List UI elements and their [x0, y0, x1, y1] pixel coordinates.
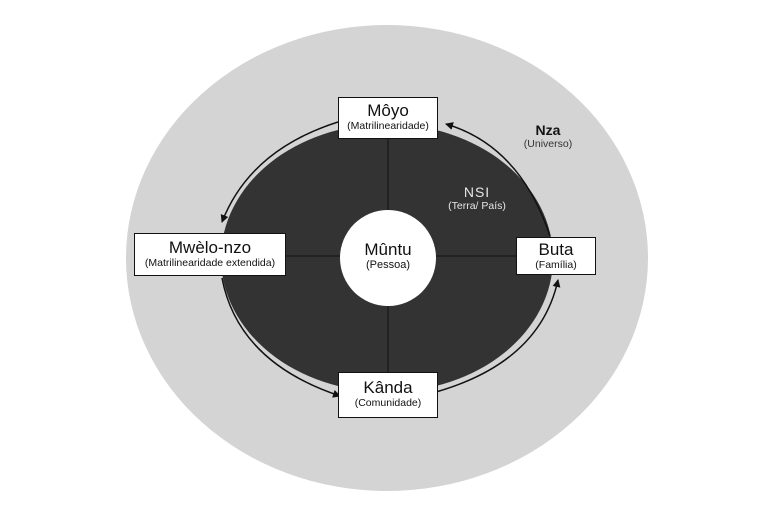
box-buta-sub: (Família) [535, 259, 577, 271]
box-mwelo-nzo-sub: (Matrilinearidade extendida) [144, 257, 276, 269]
outer-ring-sub: (Universo) [523, 138, 573, 150]
center-sub: (Pessoa) [365, 259, 411, 271]
flow-arrow-right-top [445, 122, 551, 237]
box-moyo-name: Môyo [367, 101, 409, 120]
box-kanda: Kânda (Comunidade) [338, 372, 438, 418]
box-mwelo-nzo-name: Mwèlo-nzo [168, 238, 252, 257]
center-circle-muntu [340, 210, 436, 306]
flow-arrow-left-bottom [221, 277, 341, 398]
box-mwelo-nzo: Mwèlo-nzo (Matrilinearidade extendida) [134, 233, 286, 276]
middle-ring-sub: (Terra/ País) [448, 200, 506, 212]
outer-ring-label: Nza (Universo) [508, 122, 588, 150]
box-moyo-sub: (Matrilinearidade) [347, 120, 429, 132]
flow-arrow-top-left [220, 121, 339, 223]
box-kanda-sub: (Comunidade) [354, 397, 422, 409]
outer-ring-name: Nza [535, 122, 561, 138]
center-name: Mûntu [364, 240, 412, 259]
box-buta: Buta (Família) [516, 237, 596, 275]
middle-ring-label: NSI (Terra/ País) [432, 184, 522, 212]
box-moyo: Môyo (Matrilinearidade) [338, 97, 438, 139]
flow-arrow-bottom-right [435, 279, 561, 393]
box-buta-name: Buta [538, 240, 574, 259]
box-kanda-name: Kânda [363, 378, 413, 397]
center-label: Mûntu (Pessoa) [348, 240, 428, 272]
middle-ring-name: NSI [463, 184, 491, 200]
